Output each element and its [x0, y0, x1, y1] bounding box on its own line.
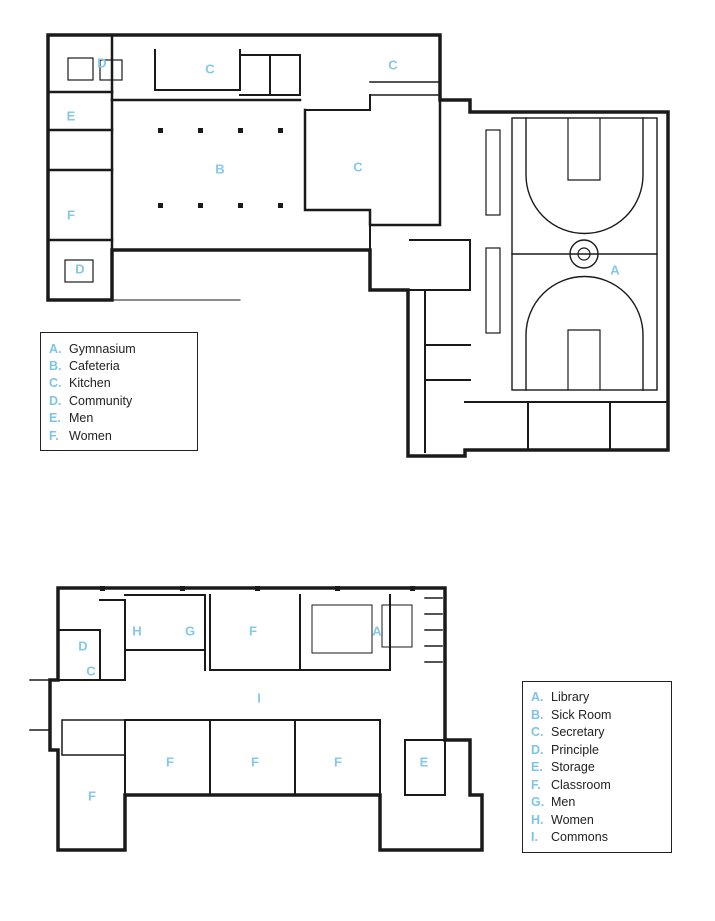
room-label-d-principle: D [78, 638, 87, 653]
legend-item-women: F.Women [49, 429, 112, 443]
room-label-h-women: H [132, 623, 141, 638]
room-label-e-storage: E [420, 754, 429, 769]
legend-item-secretary: C.Secretary [531, 725, 605, 739]
upper-legend: A.Gymnasium B.Cafeteria C.Kitchen D.Comm… [40, 332, 198, 451]
exterior-columns [100, 586, 415, 591]
legend-item-men: E.Men [49, 411, 94, 425]
legend-item-gymnasium: A.Gymnasium [49, 342, 136, 356]
room-label-f-women: F [67, 207, 75, 222]
room-label-f-classroom-west: F [88, 788, 96, 803]
lower-floor-plan [29, 586, 484, 852]
legend-item-men: G.Men [531, 795, 576, 809]
room-label-f-classroom-1: F [166, 754, 174, 769]
legend-item-commons: I.Commons [531, 830, 608, 844]
room-label-a-library: A [372, 623, 382, 638]
room-label-c-kitchen-north: C [388, 57, 398, 72]
room-label-e-men: E [67, 108, 76, 123]
lower-legend: A.Library B.Sick Room C.Secretary D.Prin… [522, 681, 672, 853]
room-label-f-classroom-3: F [334, 754, 342, 769]
legend-item-women: H.Women [531, 813, 594, 827]
room-label-f-classroom-top: F [249, 623, 257, 638]
legend-item-principle: D.Principle [531, 743, 599, 757]
legend-item-cafeteria: B.Cafeteria [49, 359, 120, 373]
room-label-c-service: C [205, 61, 215, 76]
room-label-c-secretary: C [86, 663, 96, 678]
room-label-d-community-south: D [75, 261, 84, 276]
legend-item-classroom: F.Classroom [531, 778, 611, 792]
upper-room-labels: A B C C C D D E F [67, 55, 621, 277]
lower-room-labels: A C D E F F F F F G H I [78, 623, 428, 803]
legend-item-sick-room: B.Sick Room [531, 708, 612, 722]
room-label-c-kitchen: C [353, 159, 363, 174]
room-label-i-commons: I [257, 690, 261, 705]
legend-item-kitchen: C.Kitchen [49, 376, 111, 390]
cafeteria-columns [158, 128, 283, 208]
legend-item-storage: E.Storage [531, 760, 595, 774]
legend-item-community: D.Community [49, 394, 133, 408]
room-label-d-community-north: D [97, 55, 106, 70]
upper-floor-plan [46, 33, 670, 458]
room-label-b-cafeteria: B [215, 161, 224, 176]
room-label-g-men: G [185, 623, 195, 638]
room-label-f-classroom-2: F [251, 754, 259, 769]
room-label-a-gymnasium: A [610, 262, 620, 277]
legend-item-library: A.Library [531, 690, 590, 704]
